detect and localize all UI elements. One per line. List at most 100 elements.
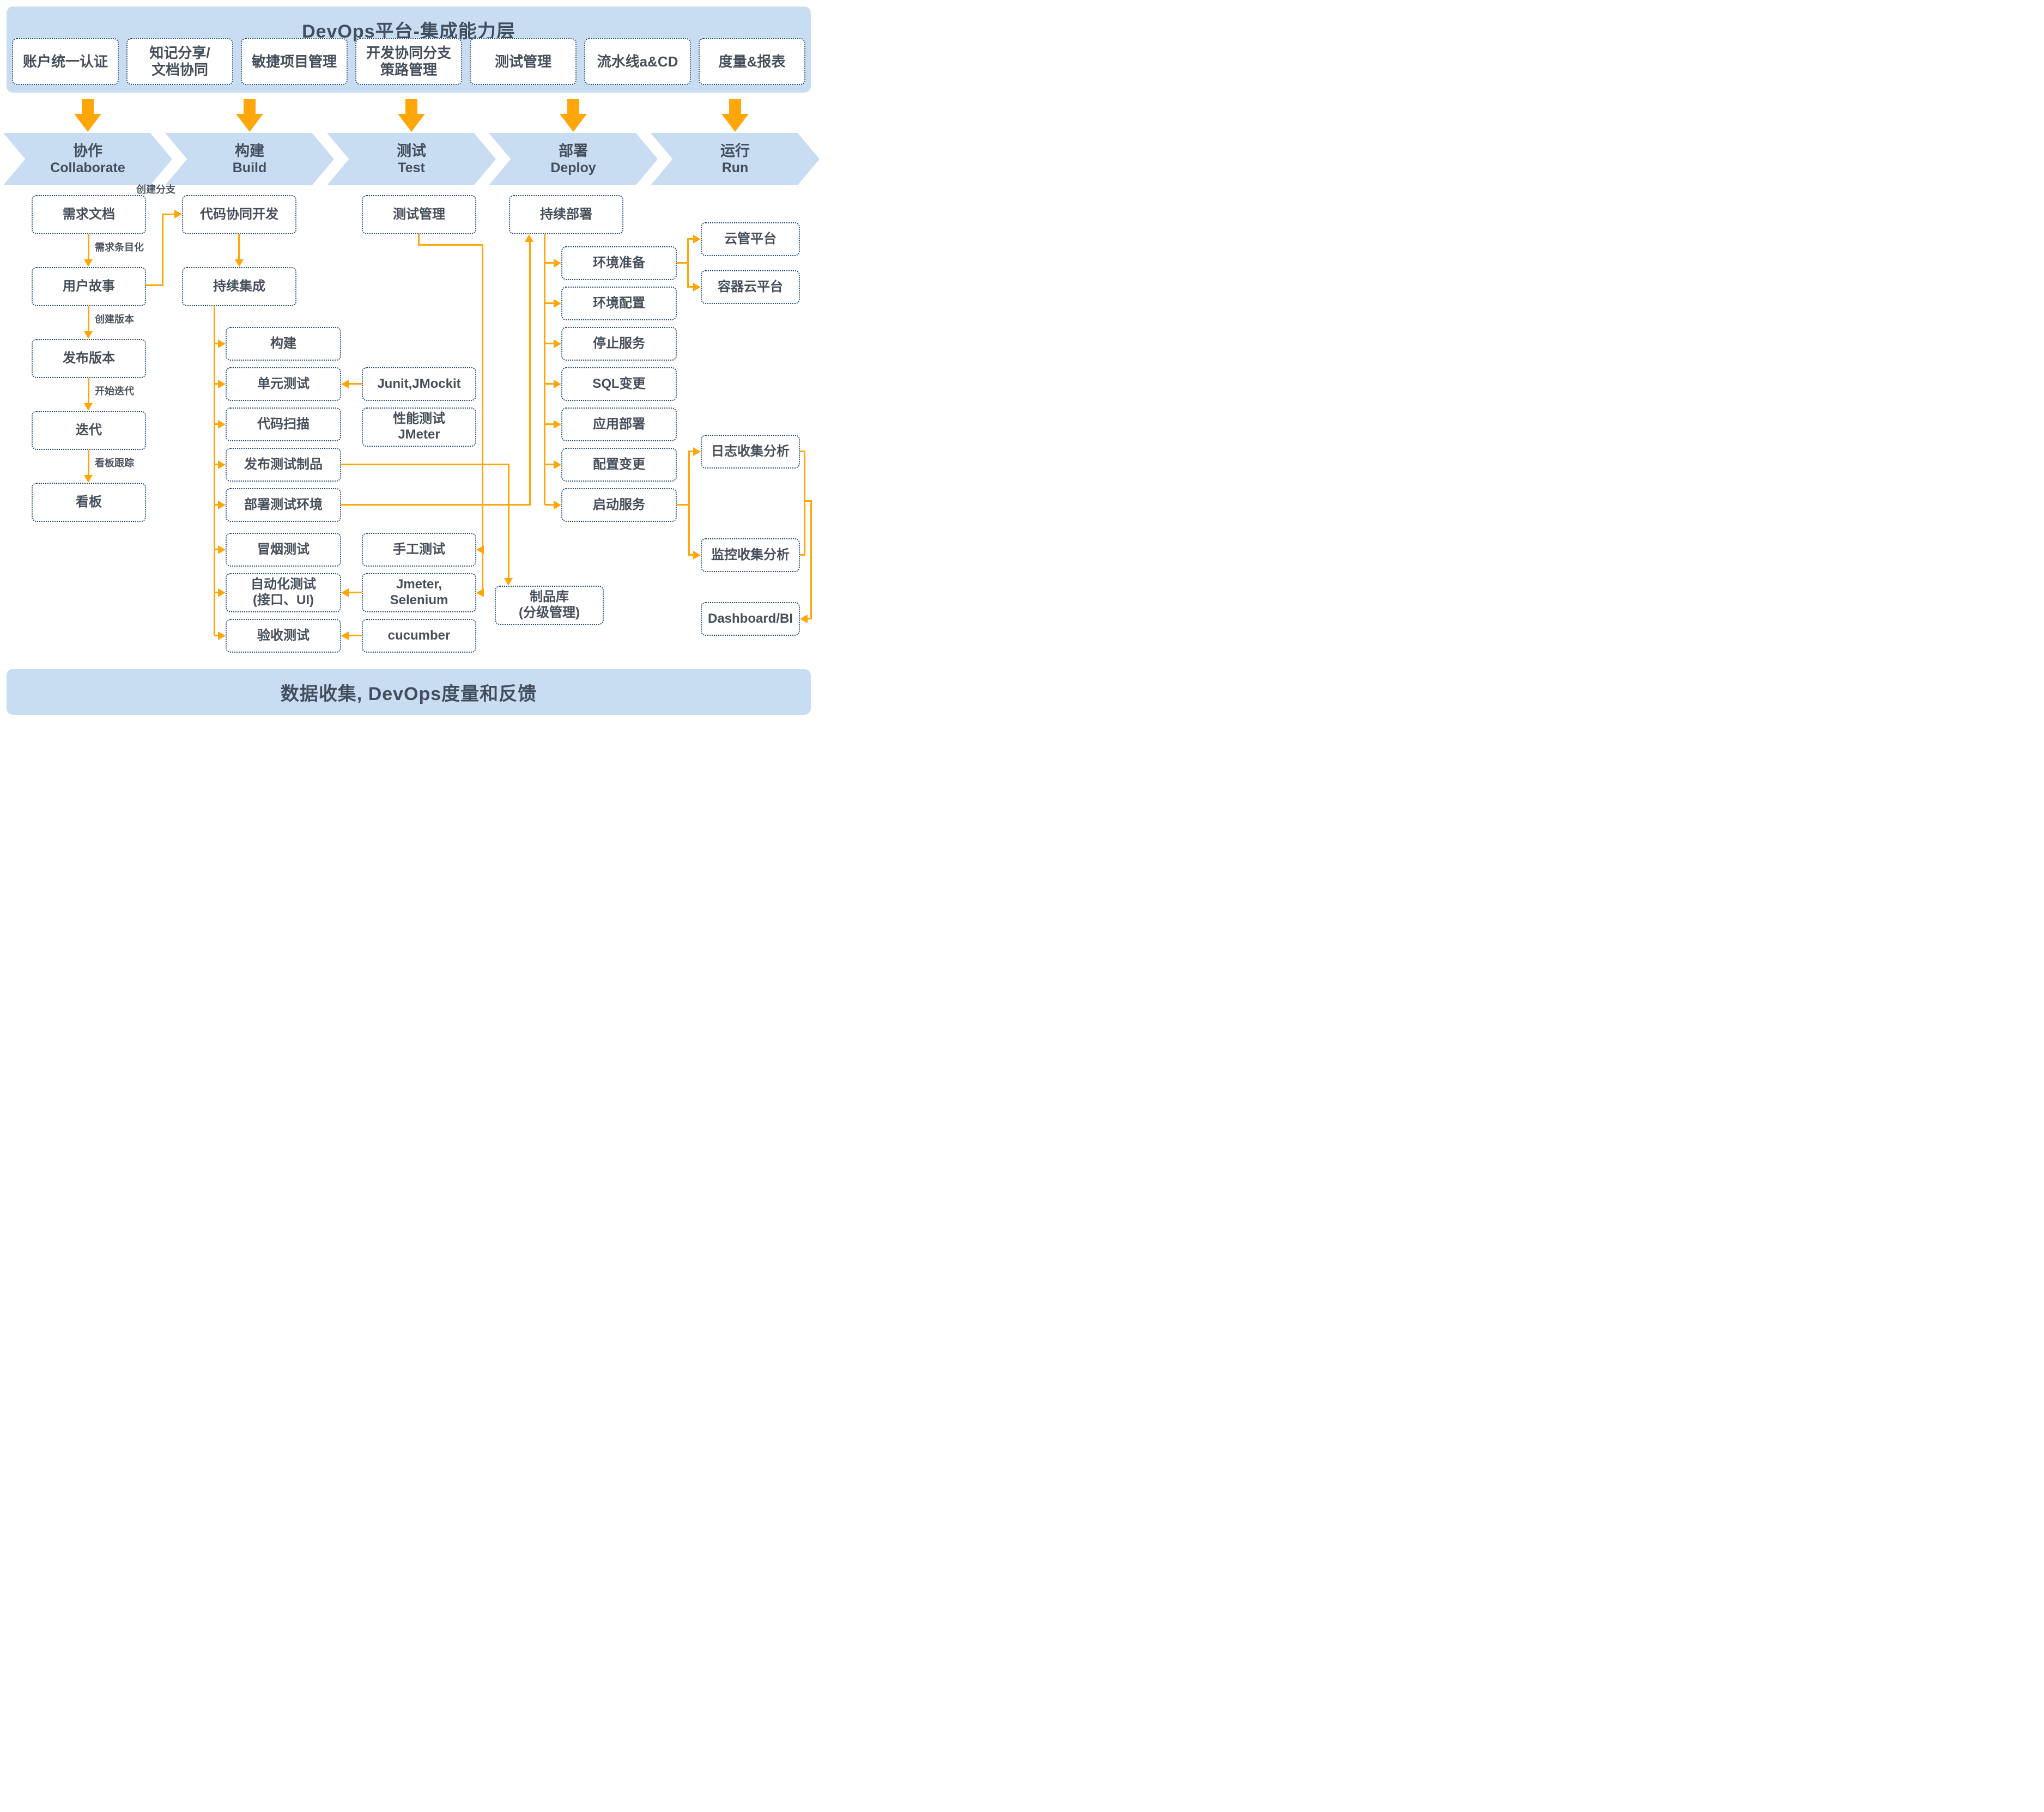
node-unit-test: 单元测试: [226, 367, 341, 401]
arrowhead-right-icon: [554, 299, 561, 308]
connector-line: [808, 618, 812, 619]
node-publish-test-artifact: 发布测试制品: [226, 448, 341, 482]
arrowhead-down-icon: [504, 578, 513, 586]
down-block-arrow-icon: [236, 99, 263, 132]
node-release-version: 发布版本: [32, 339, 146, 378]
connector-line: [215, 635, 219, 636]
node-kanban: 看板: [32, 483, 146, 522]
node-stop-service: 停止服务: [561, 327, 677, 361]
connector-line: [688, 451, 693, 452]
arrowhead-right-icon: [218, 380, 226, 388]
connector-line: [545, 464, 554, 465]
connector-line: [529, 242, 531, 505]
connector-line: [88, 450, 89, 475]
connector-line: [545, 423, 554, 425]
connector-line: [687, 239, 689, 287]
connector-line: [88, 306, 89, 331]
node-artifact-repo: 制品库(分级管理): [495, 586, 604, 625]
node-container-cloud: 容器云平台: [701, 270, 800, 304]
arrowhead-right-icon: [218, 460, 226, 469]
node-automated-test: 自动化测试(接口、UI): [226, 573, 341, 612]
arrowhead-down-icon: [84, 259, 93, 267]
arrowhead-left-icon: [476, 545, 484, 554]
capability-metrics-report: 度量&报表: [699, 38, 805, 85]
arrowhead-right-icon: [693, 447, 701, 456]
capability-account-auth: 账户统一认证: [12, 38, 119, 85]
connector-line: [349, 592, 362, 593]
node-env-config: 环境配置: [561, 287, 677, 320]
node-jmeter-selenium: Jmeter,Selenium: [362, 573, 476, 612]
arrowhead-down-icon: [84, 403, 93, 411]
arrowhead-right-icon: [693, 551, 701, 560]
arrowhead-left-icon: [341, 588, 349, 597]
node-build: 构建: [226, 327, 341, 361]
data-collection-banner: 数据收集, DevOps度量和反馈: [7, 669, 811, 715]
node-manual-test: 手工测试: [362, 533, 476, 567]
node-acceptance-test: 验收测试: [226, 619, 341, 653]
node-env-prepare: 环境准备: [561, 246, 677, 280]
connector-line: [545, 343, 554, 344]
connector-line: [215, 592, 219, 593]
arrowhead-right-icon: [218, 545, 226, 554]
node-requirement-doc: 需求文档: [32, 195, 146, 234]
connector-line: [544, 234, 545, 505]
arrowhead-right-icon: [218, 420, 226, 429]
edge-label-create-version: 创建版本: [95, 314, 134, 325]
capability-test-mgmt: 测试管理: [470, 38, 577, 85]
connector-line: [804, 500, 812, 502]
connector-line: [687, 238, 693, 240]
arrowhead-up-icon: [525, 234, 533, 242]
connector-line: [482, 244, 483, 593]
arrowhead-right-icon: [554, 460, 561, 469]
connector-line: [238, 234, 240, 259]
connector-line: [688, 554, 693, 556]
arrowhead-down-icon: [235, 259, 244, 267]
capability-pipeline-cicd: 流水线a&CD: [584, 38, 691, 85]
node-continuous-integration: 持续集成: [182, 267, 296, 306]
connector-line: [688, 452, 690, 555]
edge-label-kanban-track: 看板跟踪: [95, 458, 134, 469]
edge-label-start-iteration: 开始迭代: [95, 386, 134, 397]
connector-line: [800, 554, 805, 556]
arrowhead-left-icon: [800, 615, 808, 623]
connector-line: [349, 635, 362, 636]
capability-knowledge-share: 知记分享/文档协同: [126, 38, 233, 85]
node-sql-change: SQL变更: [561, 367, 677, 401]
connector-line: [215, 343, 219, 344]
arrowhead-right-icon: [554, 501, 561, 509]
edge-label-itemize: 需求条目化: [95, 242, 144, 253]
arrowhead-right-icon: [693, 283, 701, 291]
arrowhead-right-icon: [554, 380, 561, 388]
node-smoke-test: 冒烟测试: [226, 533, 341, 567]
connector-line: [215, 464, 219, 465]
connector-line: [215, 549, 219, 550]
footer-title: 数据收集, DevOps度量和反馈: [280, 683, 537, 704]
node-user-story: 用户故事: [32, 267, 146, 306]
connector-line: [88, 378, 89, 403]
arrowhead-right-icon: [693, 235, 701, 244]
node-config-change: 配置变更: [561, 448, 677, 482]
node-code-scan: 代码扫描: [226, 408, 341, 441]
connector-line: [215, 423, 219, 425]
arrowhead-right-icon: [554, 420, 561, 429]
arrowhead-right-icon: [218, 501, 226, 509]
connector-line: [162, 214, 163, 285]
down-block-arrow-icon: [721, 99, 749, 132]
node-iteration: 迭代: [32, 411, 146, 450]
node-junit-jmockit: Junit,JMockit: [362, 367, 476, 401]
connector-line: [146, 284, 163, 286]
arrowhead-right-icon: [174, 210, 182, 218]
capability-agile-pm: 敏捷项目管理: [241, 38, 348, 85]
connector-line: [804, 452, 805, 555]
node-test-management: 测试管理: [362, 195, 476, 234]
arrowhead-down-icon: [84, 331, 93, 339]
node-log-analysis: 日志收集分析: [701, 435, 800, 469]
connector-line: [349, 383, 362, 385]
connector-line: [215, 504, 219, 506]
down-block-arrow-icon: [560, 99, 587, 132]
connector-line: [214, 306, 215, 636]
